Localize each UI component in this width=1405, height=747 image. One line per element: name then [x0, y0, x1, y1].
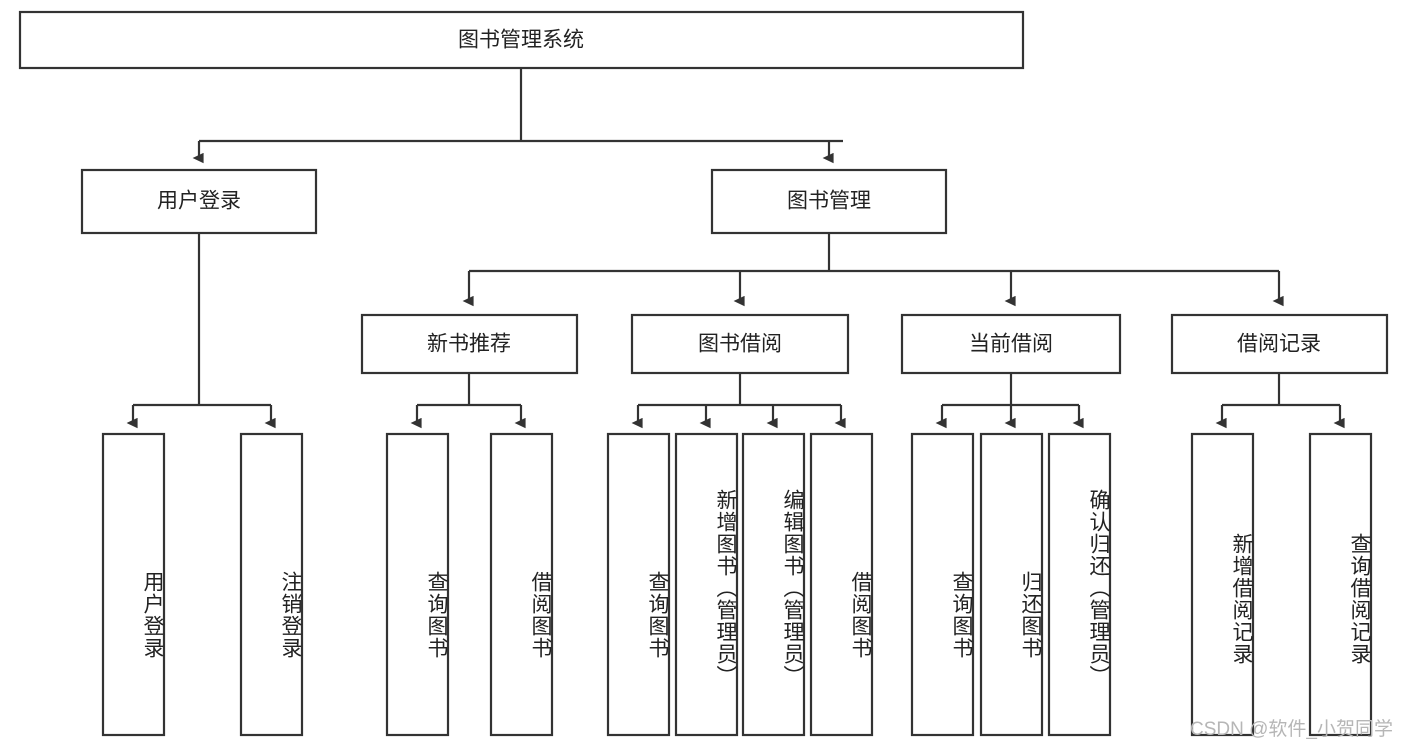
node-user-login-label: 用户登录 — [157, 190, 241, 213]
leaf-box-borrow-edit-book[interactable] — [741, 432, 806, 737]
node-book-borrow-label: 图书借阅 — [698, 333, 782, 356]
node-book-manage-label: 图书管理 — [787, 190, 871, 213]
edge-borrowrecord-to-leaves — [1215, 373, 1345, 429]
leaf-box-record-query[interactable] — [1308, 432, 1373, 737]
leaf-box-borrow-query-book[interactable] — [606, 432, 671, 737]
node-current-borrow[interactable]: 当前借阅 — [900, 313, 1122, 375]
leaf-box-cur-query-book[interactable] — [910, 432, 975, 737]
node-current-borrow-label: 当前借阅 — [969, 333, 1053, 356]
leaf-box-record-add[interactable] — [1190, 432, 1255, 737]
leaf-box-borrow-add-book[interactable] — [674, 432, 739, 737]
leaf-box-cur-return-book[interactable] — [979, 432, 1044, 737]
edge-bookborrow-to-leaves — [631, 373, 846, 429]
leaf-box-borrow-do-borrow[interactable] — [809, 432, 874, 737]
edge-userlogin-to-leaves — [126, 233, 276, 429]
node-borrow-record[interactable]: 借阅记录 — [1170, 313, 1389, 375]
leaf-box-cur-confirm-return[interactable] — [1047, 432, 1112, 737]
leaf-box-user-login[interactable] — [101, 432, 166, 737]
edge-currentborrow-to-leaves — [935, 373, 1084, 429]
leaf-box-rec-query-book[interactable] — [385, 432, 450, 737]
edge-bookmanage-to-level3 — [462, 233, 1284, 307]
node-book-borrow[interactable]: 图书借阅 — [630, 313, 850, 375]
node-user-login[interactable]: 用户登录 — [80, 168, 318, 235]
node-new-book-recommend[interactable]: 新书推荐 — [360, 313, 579, 375]
edge-root-to-level2 — [192, 68, 843, 164]
node-borrow-record-label: 借阅记录 — [1237, 333, 1321, 356]
node-new-book-recommend-label: 新书推荐 — [427, 333, 511, 356]
node-root-label: 图书管理系统 — [458, 29, 584, 52]
leaf-box-user-logout[interactable] — [239, 432, 304, 737]
edge-newbook-to-leaves — [410, 373, 526, 429]
node-book-manage[interactable]: 图书管理 — [710, 168, 948, 235]
node-root[interactable]: 图书管理系统 — [18, 10, 1025, 70]
leaf-box-rec-borrow-book[interactable] — [489, 432, 554, 737]
csdn-watermark: CSDN @软件_小贺同学 — [1190, 719, 1393, 740]
